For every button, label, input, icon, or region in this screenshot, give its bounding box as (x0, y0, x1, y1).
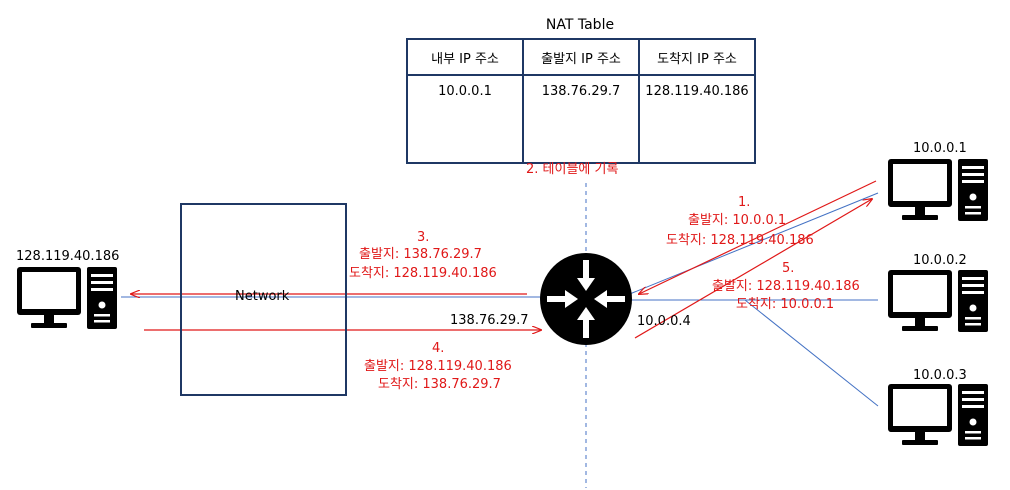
step-2-label: 2. 테이블에 기록 (526, 162, 619, 177)
computer-icon-host-1 (888, 159, 988, 221)
computer-icon-host-2 (888, 270, 988, 332)
step-4-source: 출발지: 128.119.40.186 (364, 359, 512, 374)
nat-table-cell: 128.119.40.186 (638, 74, 756, 164)
nat-table-header: 출발지 IP 주소 (522, 38, 640, 76)
left-host-ip: 128.119.40.186 (16, 249, 120, 264)
nat-table: 내부 IP 주소 출발지 IP 주소 도착지 IP 주소 10.0.0.1 13… (406, 38, 756, 164)
step-4-destination: 도착지: 138.76.29.7 (378, 377, 501, 392)
link-host-3 (744, 299, 879, 407)
host-2-ip: 10.0.0.2 (913, 253, 967, 268)
arrow-step-1 (639, 180, 877, 294)
step-3-number: 3. (417, 230, 430, 245)
step-3-destination: 도착지: 128.119.40.186 (349, 266, 497, 281)
nat-table-cell: 138.76.29.7 (522, 74, 640, 164)
router-icon (540, 253, 632, 345)
link-host-1 (614, 192, 879, 301)
step-1-source: 출발지: 10.0.0.1 (688, 213, 787, 228)
nat-table-row: 10.0.0.1 138.76.29.7 128.119.40.186 (406, 74, 756, 164)
host-1-ip: 10.0.0.1 (913, 141, 967, 156)
step-5-source: 출발지: 128.119.40.186 (712, 279, 860, 294)
step-5-destination: 도착지: 10.0.0.1 (736, 297, 835, 312)
step-3-source: 출발지: 138.76.29.7 (359, 247, 482, 262)
router-public-ip: 138.76.29.7 (450, 313, 529, 328)
step-4-number: 4. (432, 341, 445, 356)
nat-table-header: 내부 IP 주소 (406, 38, 524, 76)
router-private-ip: 10.0.0.4 (637, 314, 691, 329)
step-1-destination: 도착지: 128.119.40.186 (666, 233, 814, 248)
network-box (180, 203, 347, 396)
nat-table-cell: 10.0.0.1 (406, 74, 524, 164)
network-label: Network (235, 289, 290, 304)
computer-icon-left (17, 267, 117, 329)
nat-table-header: 도착지 IP 주소 (638, 38, 756, 76)
step-1-number: 1. (738, 195, 751, 210)
nat-table-title: NAT Table (545, 17, 615, 33)
step-5-number: 5. (782, 261, 795, 276)
computer-icon-host-3 (888, 384, 988, 446)
arrow-step-5 (634, 199, 872, 339)
nat-table-header-row: 내부 IP 주소 출발지 IP 주소 도착지 IP 주소 (406, 38, 756, 76)
host-3-ip: 10.0.0.3 (913, 368, 967, 383)
